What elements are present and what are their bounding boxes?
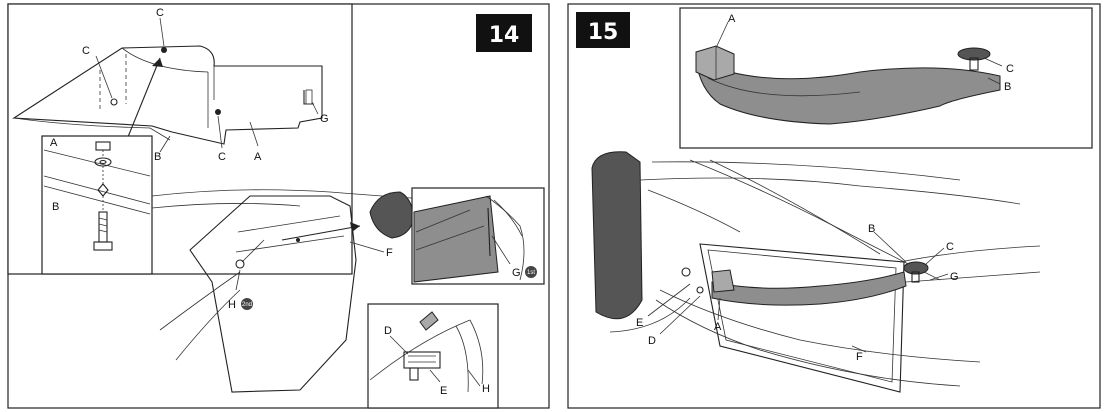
label-a-main: A bbox=[714, 321, 722, 333]
inset-visor: A C B bbox=[679, 7, 1093, 149]
label-b-cover: B bbox=[154, 151, 161, 163]
label-e-detail: E bbox=[440, 385, 447, 397]
label-b-visor: B bbox=[1004, 81, 1011, 93]
label-c-visor: C bbox=[1006, 63, 1014, 75]
label-h-detail: H bbox=[482, 383, 490, 395]
label-d-main: D bbox=[648, 335, 656, 347]
label-c-top: C bbox=[156, 7, 164, 19]
label-f-main: F bbox=[856, 351, 863, 363]
label-b-main: B bbox=[868, 223, 875, 235]
label-c-bottom: C bbox=[218, 151, 226, 163]
inset-detail-deh: D E H bbox=[367, 303, 499, 409]
fairing-main-view: F H 2nd bbox=[151, 189, 441, 393]
badge-h-2nd: 2nd bbox=[242, 302, 252, 308]
badge-g-1st: 1st bbox=[527, 270, 535, 276]
label-h: H bbox=[228, 299, 236, 311]
step-14-number: 14 bbox=[489, 23, 520, 48]
label-a-visor: A bbox=[728, 13, 736, 25]
panel-step-15: 15 A C B bbox=[567, 3, 1101, 409]
label-a-bottom: A bbox=[254, 151, 262, 163]
label-e-main: E bbox=[636, 317, 643, 329]
label-b-bolt: B bbox=[52, 201, 59, 213]
panel-step-14: 14 bbox=[7, 3, 550, 409]
label-a-bolt: A bbox=[50, 137, 58, 149]
label-c-left: C bbox=[82, 45, 90, 57]
inset-bolt-detail: A B bbox=[41, 135, 153, 275]
label-f: F bbox=[386, 247, 393, 259]
label-c-main: C bbox=[946, 241, 954, 253]
fairing-visor-main-view: B C G E D A F bbox=[591, 151, 1041, 393]
step-14-badge: 14 bbox=[476, 14, 532, 52]
step-15-number: 15 bbox=[588, 20, 619, 45]
label-g-cover: G bbox=[320, 113, 329, 125]
label-g-main: G bbox=[950, 271, 959, 283]
inset-detail-g: G 1st bbox=[411, 187, 545, 285]
label-d-detail: D bbox=[384, 325, 392, 337]
label-g-detail: G bbox=[512, 267, 521, 279]
step-15-badge: 15 bbox=[576, 12, 630, 48]
